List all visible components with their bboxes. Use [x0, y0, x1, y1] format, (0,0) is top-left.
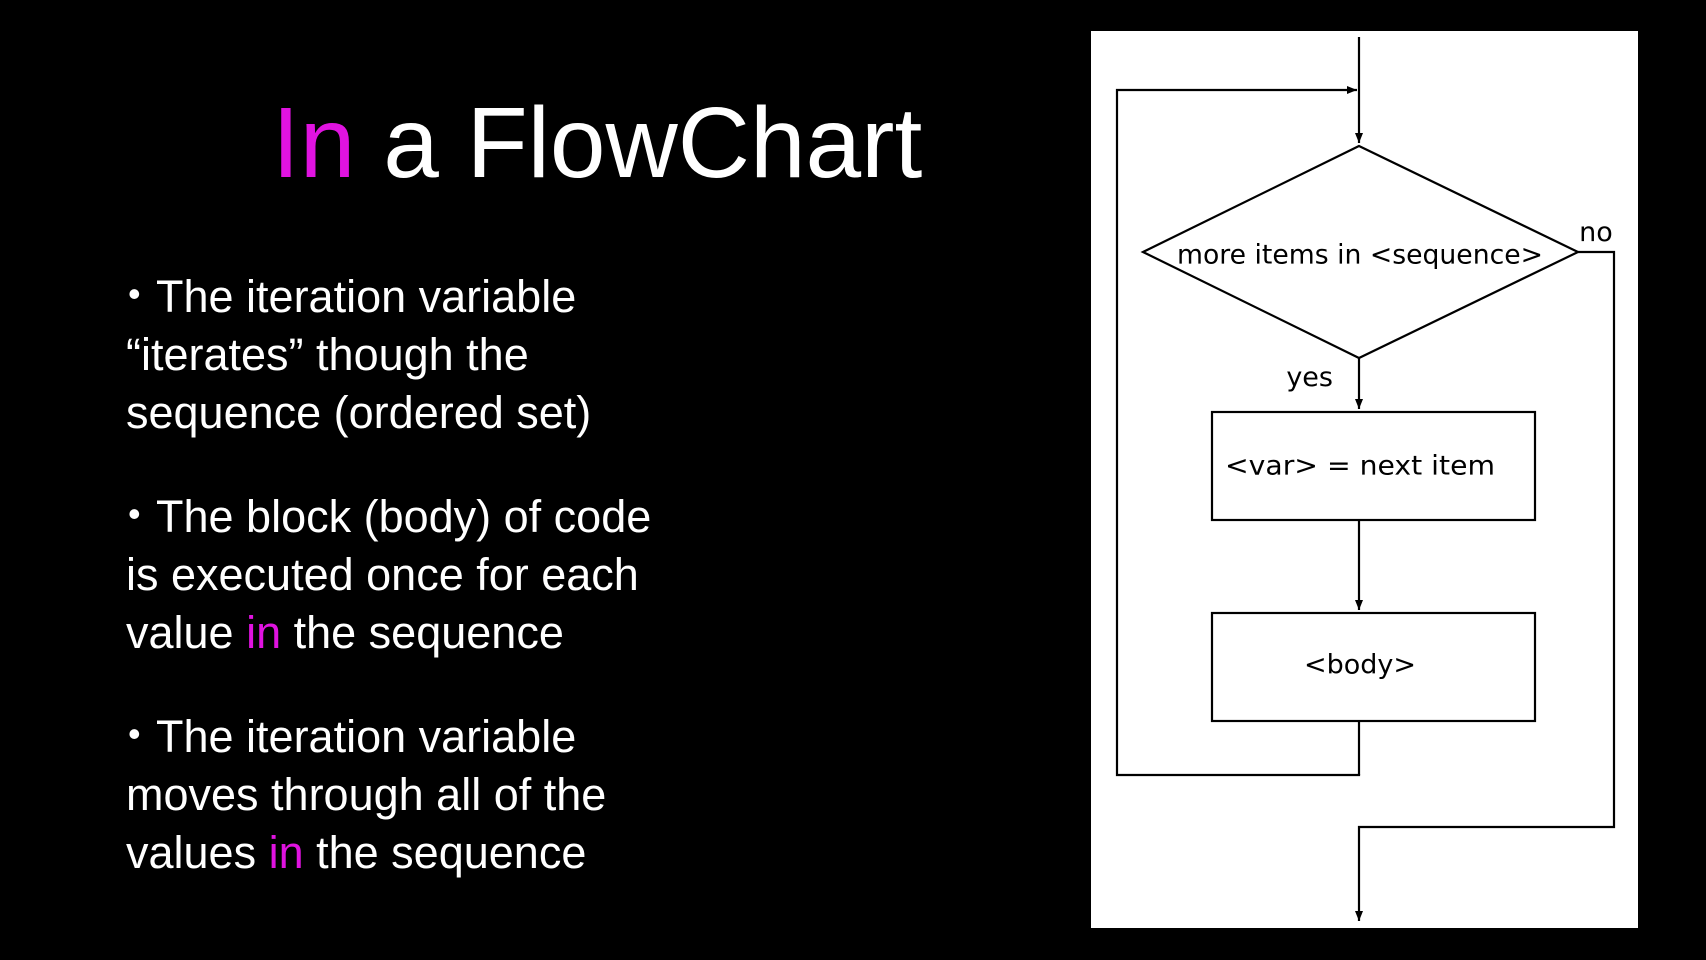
body-box	[1210, 611, 1537, 723]
title-rest: a FlowChart	[355, 87, 923, 199]
flowchart-diagram: more items in <sequence> yes no <var> = …	[1091, 31, 1638, 928]
bullet-item: • The iteration variable moves through a…	[126, 708, 726, 882]
bullet-line: is executed once for each	[126, 549, 639, 600]
bullet-icon: •	[128, 273, 141, 314]
bullet-item: • The block (body) of code is executed o…	[126, 488, 726, 662]
bullet-line: values in the sequence	[126, 827, 587, 878]
title-keyword: In	[272, 87, 356, 199]
bullet-line: The block (body) of code	[156, 491, 652, 542]
bullet-icon: •	[128, 493, 141, 534]
decision-label: more items in <sequence>	[1177, 240, 1543, 271]
no-arrow	[1355, 250, 1616, 921]
bullet-line: The iteration variable	[156, 271, 577, 322]
yes-label: yes	[1286, 362, 1333, 393]
bullet-line: The iteration variable	[156, 711, 577, 762]
body-box-label: <body>	[1304, 650, 1416, 681]
no-label: no	[1579, 217, 1613, 248]
bullet-item: • The iteration variable “iterates” thou…	[126, 268, 726, 442]
bullet-line: value in the sequence	[126, 607, 564, 658]
slide-title: In a FlowChart	[272, 88, 922, 198]
keyword-in: in	[268, 827, 304, 878]
bullet-line: moves through all of the	[126, 769, 607, 820]
bullet-list: • The iteration variable “iterates” thou…	[126, 268, 726, 928]
bullet-icon: •	[128, 713, 141, 754]
bullet-line: “iterates” though the	[126, 329, 529, 380]
bullet-line: sequence (ordered set)	[126, 387, 592, 438]
assign-box	[1210, 410, 1537, 522]
keyword-in: in	[246, 607, 282, 658]
assign-box-label: <var> = next item	[1225, 451, 1495, 482]
